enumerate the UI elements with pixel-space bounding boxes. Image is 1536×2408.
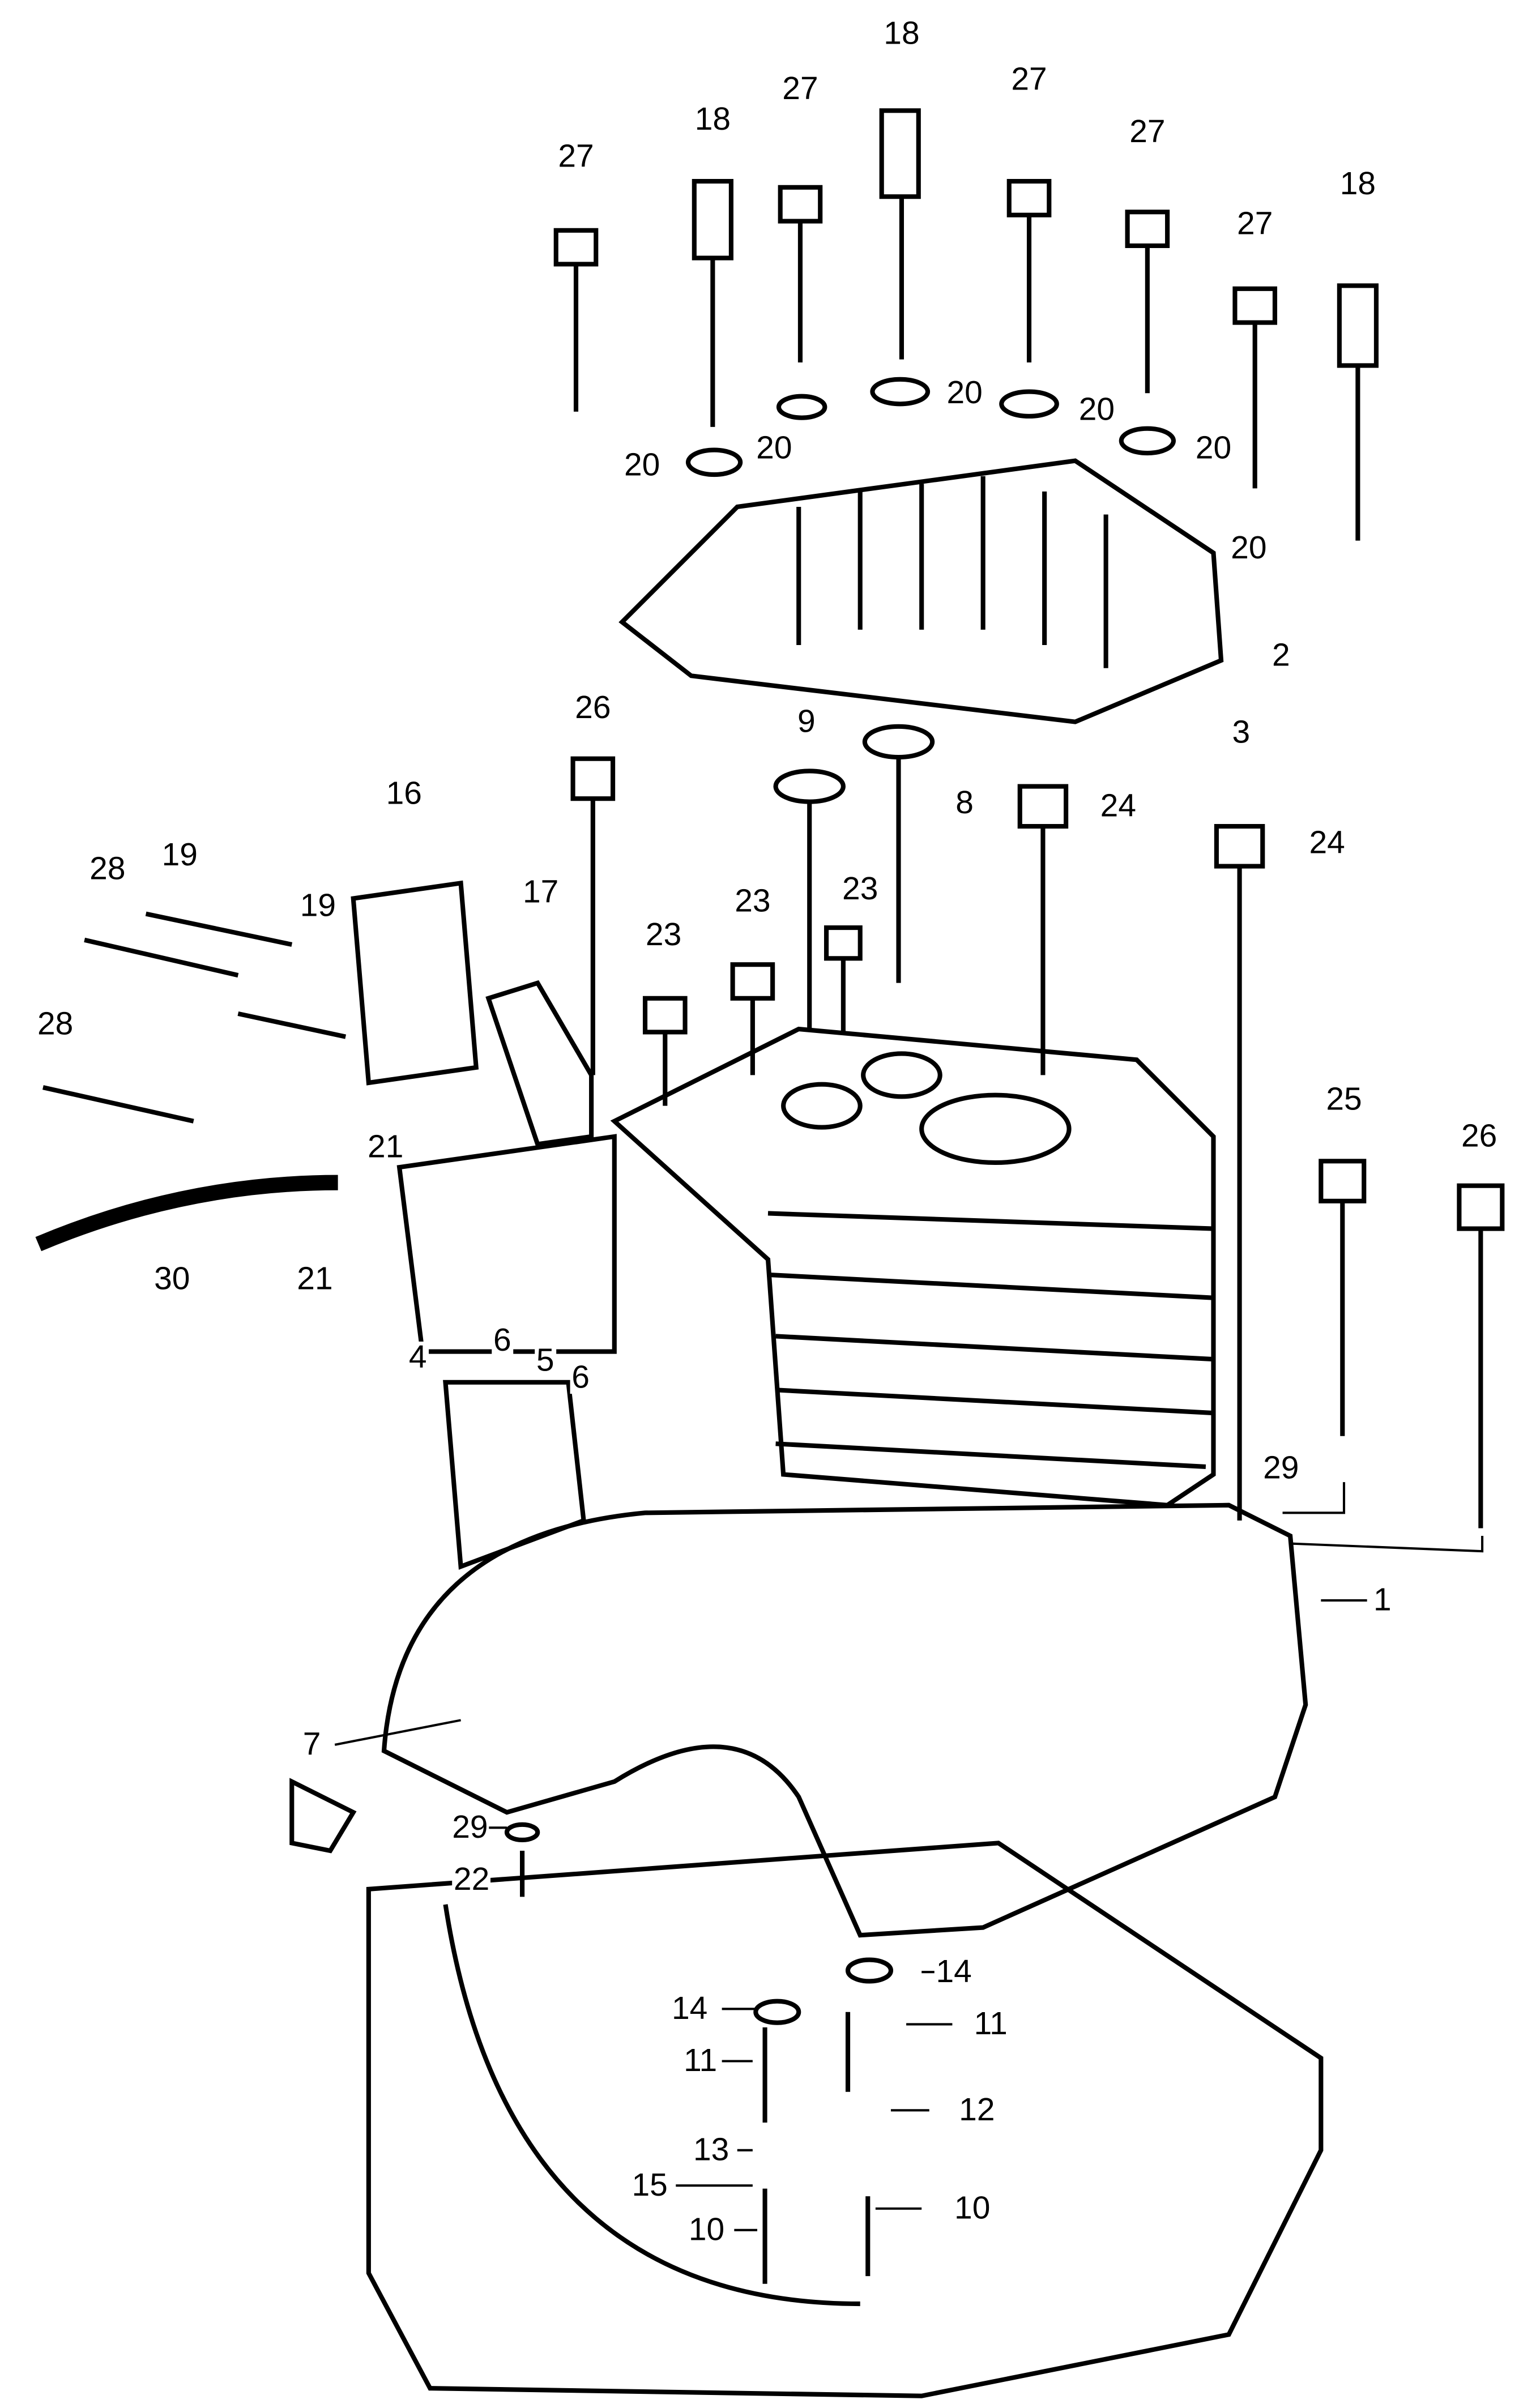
callout-part-20: 20 <box>1077 394 1116 426</box>
callout-part-20: 20 <box>754 432 794 465</box>
callout-part-23: 23 <box>644 919 683 952</box>
bolt-25 <box>1319 1159 1367 1436</box>
callout-part-27: 27 <box>1128 116 1167 148</box>
cylinder-head-2 <box>618 458 1224 724</box>
callout-part-28: 28 <box>88 853 127 886</box>
callout-part-27: 27 <box>1235 208 1275 241</box>
callout-part-16: 16 <box>384 778 424 810</box>
callout-part-10: 10 <box>687 2214 726 2247</box>
callout-part-1: 1 <box>1372 1584 1393 1617</box>
bolt-24 <box>1017 784 1069 1075</box>
callout-part-8: 8 <box>954 787 975 819</box>
callout-part-21: 21 <box>366 1131 406 1163</box>
callout-part-21: 21 <box>295 1263 335 1296</box>
callout-part-18: 18 <box>1338 168 1377 200</box>
stud-18 <box>879 108 921 360</box>
callout-part-18: 18 <box>882 18 921 50</box>
callout-part-17: 17 <box>521 876 561 909</box>
callout-part-29: 29 <box>450 1812 490 1844</box>
bolt-27 <box>778 185 823 363</box>
callout-part-20: 20 <box>945 377 984 409</box>
callout-part-14: 14 <box>934 1956 974 1988</box>
callout-part-3: 3 <box>1230 716 1252 749</box>
stud-18 <box>692 178 733 427</box>
bolt-23 <box>824 925 863 1032</box>
callout-part-19: 19 <box>160 839 199 872</box>
callout-part-6: 6 <box>570 1361 591 1394</box>
callout-part-12: 12 <box>957 2094 997 2127</box>
callout-part-23: 23 <box>733 885 773 917</box>
callout-part-13: 13 <box>692 2134 731 2167</box>
callout-part-27: 27 <box>1009 64 1049 96</box>
callout-part-14: 14 <box>670 1992 710 2025</box>
callout-part-11: 11 <box>682 2045 719 2077</box>
callout-part-26: 26 <box>1460 1120 1499 1153</box>
bolt-23 <box>730 962 775 1075</box>
callout-part-4: 4 <box>407 1341 429 1374</box>
bolt-24 <box>1214 823 1265 1521</box>
callout-part-27: 27 <box>556 140 596 173</box>
bolts <box>553 108 1505 1529</box>
valve-8 <box>862 724 935 983</box>
callout-part-19: 19 <box>298 890 338 923</box>
gaskets-and-intake <box>35 880 617 1354</box>
callout-part-5: 5 <box>535 1344 556 1377</box>
callout-part-7: 7 <box>301 1728 323 1761</box>
callout-part-29: 29 <box>1261 1452 1301 1485</box>
callout-part-25: 25 <box>1324 1083 1364 1116</box>
callout-part-24: 24 <box>1307 827 1347 860</box>
callout-part-9: 9 <box>796 706 817 738</box>
bolt-27 <box>553 228 599 412</box>
lower-parts <box>289 1778 894 2284</box>
callout-part-20: 20 <box>622 449 662 482</box>
bolt-26 <box>1457 1183 1505 1529</box>
stud-18 <box>1337 283 1379 541</box>
callout-part-23: 23 <box>840 873 880 906</box>
callout-part-22: 22 <box>452 1864 491 1896</box>
callout-part-18: 18 <box>693 104 732 136</box>
washers <box>685 377 1176 477</box>
cylinder <box>610 1026 1216 1508</box>
callout-part-24: 24 <box>1098 790 1138 823</box>
callout-part-27: 27 <box>780 72 820 105</box>
bolt-27 <box>1125 210 1170 394</box>
valve-9 <box>773 768 846 1032</box>
crankcase-1 <box>366 1380 1324 2398</box>
callout-part-6: 6 <box>492 1325 513 1357</box>
callout-part-15: 15 <box>630 2170 669 2202</box>
callout-part-30: 30 <box>152 1263 192 1296</box>
callout-part-11: 11 <box>972 2008 1009 2040</box>
callout-part-2: 2 <box>1270 640 1292 672</box>
bolt-27 <box>1232 286 1278 489</box>
callout-part-28: 28 <box>36 1008 75 1041</box>
leader-lines <box>334 1482 1484 2231</box>
callout-part-20: 20 <box>1229 532 1269 565</box>
callout-part-10: 10 <box>953 2192 992 2225</box>
bolt-26 <box>570 756 616 1075</box>
bolt-27 <box>1006 178 1052 363</box>
callout-part-20: 20 <box>1194 432 1233 465</box>
callout-part-26: 26 <box>573 692 613 724</box>
